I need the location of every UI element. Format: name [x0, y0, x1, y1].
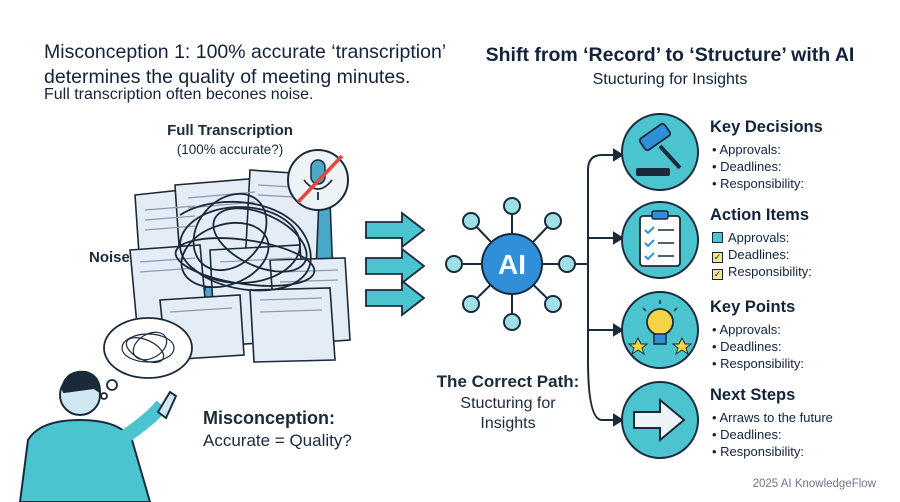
misconception-label: Misconception:: [203, 408, 336, 428]
category-item-text: Arraws to the future: [719, 410, 833, 425]
bullet-icon: •: [712, 410, 720, 425]
correct-path-line-1: Stucturing for: [460, 395, 556, 412]
bullet-icon: •: [712, 322, 720, 337]
ai-network: [445, 197, 576, 331]
misconception-heading: Misconception 1: 100% accurate ‘transcri…: [44, 41, 446, 88]
category-item: ✓ Deadlines:: [712, 247, 789, 263]
category-item: • Responsibility:: [712, 356, 804, 371]
category-item-text: Responsibility:: [720, 176, 804, 191]
branch-connectors: [575, 148, 624, 427]
ai-label: AI: [498, 249, 526, 280]
person-figure: [18, 370, 178, 502]
noise-label: Noise: [89, 249, 130, 266]
category-item: • Responsibility:: [712, 444, 804, 459]
thought-scribble: [121, 331, 175, 363]
category-item: • Deadlines:: [712, 159, 782, 174]
category-title: Key Decisions: [710, 118, 823, 136]
category-item-text: Responsibility:: [728, 264, 812, 279]
category-item: • Deadlines:: [712, 339, 782, 354]
category-title: Action Items: [710, 206, 810, 224]
category-item-text: Deadlines:: [720, 159, 782, 174]
category-title: Key Points: [710, 298, 796, 316]
correct-path-line-2: Insights: [480, 415, 536, 432]
category-item: • Deadlines:: [712, 427, 782, 442]
correct-path-title: The Correct Path:: [436, 372, 580, 391]
shift-subheading: Stucturing for Insights: [592, 71, 748, 88]
noise-scribble: [174, 192, 316, 292]
bullet-icon: •: [712, 159, 721, 174]
checklist-icon: [621, 201, 699, 279]
thought-bubble: [100, 317, 193, 400]
footer-credit: 2025 AI KnowledgeFlow: [752, 478, 876, 490]
checkbox-icon: [712, 232, 723, 243]
misconception-subheading: Full transcription often becones noise.: [44, 86, 314, 103]
transcription-title: Full Transcription: [167, 122, 293, 139]
category-item-text: Approvals:: [719, 322, 781, 337]
gavel-icon: [621, 113, 699, 191]
flow-arrows: [365, 211, 426, 317]
checked-box-icon: ✓: [712, 269, 723, 280]
transcription-subtitle: (100% accurate?): [176, 142, 284, 157]
arrow-right-icon: [621, 381, 699, 459]
category-item-text: Responsibility:: [720, 444, 804, 459]
shift-heading: Shift from ‘Record’ to ‘Structure’ with …: [485, 44, 855, 66]
misconception-question: Accurate = Quality?: [203, 431, 352, 450]
bullet-icon: •: [712, 444, 721, 459]
bullet-icon: •: [712, 356, 721, 371]
bullet-icon: •: [712, 427, 721, 442]
category-item: • Arraws to the future: [712, 410, 833, 425]
no-microphone-icon: [287, 149, 349, 211]
lightbulb-icon: [621, 291, 699, 369]
bullet-icon: •: [712, 176, 721, 191]
checked-box-icon: ✓: [712, 252, 723, 263]
category-item-text: Approvals:: [719, 142, 781, 157]
category-item: • Responsibility:: [712, 176, 804, 191]
bullet-icon: •: [712, 142, 720, 157]
category-item-text: Deadlines:: [720, 339, 782, 354]
category-item-text: Responsibility:: [720, 356, 804, 371]
category-item-text: Deadlines:: [728, 247, 790, 262]
category-item: • Approvals:: [712, 142, 781, 157]
category-item: Approvals:: [712, 230, 789, 245]
category-item: • Approvals:: [712, 322, 781, 337]
category-item-text: Approvals:: [728, 230, 790, 245]
correct-path-subtitle: Stucturing for Insights: [420, 394, 596, 434]
bullet-icon: •: [712, 339, 721, 354]
category-title: Next Steps: [710, 386, 796, 404]
category-item-text: Deadlines:: [720, 427, 782, 442]
category-item: ✓ Responsibility:: [712, 264, 812, 280]
